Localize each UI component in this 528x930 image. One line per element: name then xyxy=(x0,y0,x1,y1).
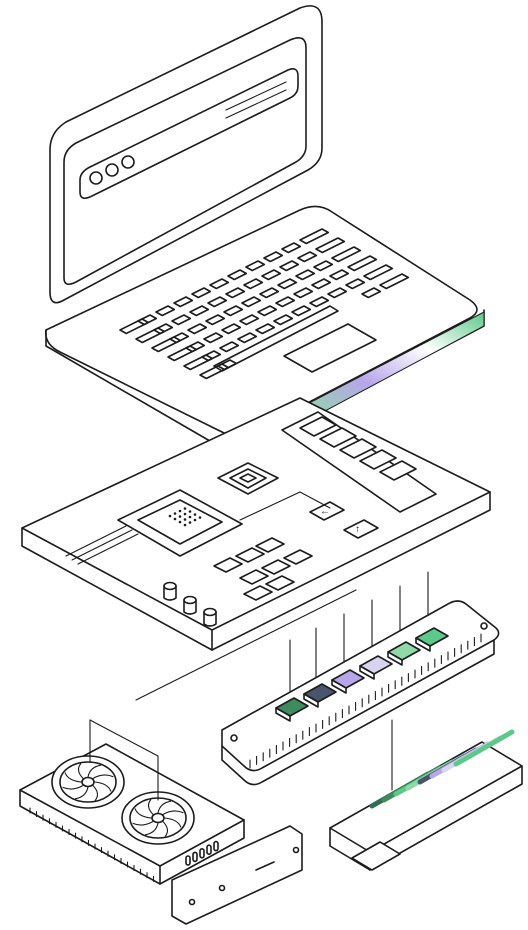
capacitor xyxy=(184,597,196,615)
up-arrow-icon: ↑ xyxy=(355,524,360,535)
gpu-vent xyxy=(193,852,197,861)
cpu-pin xyxy=(194,513,197,516)
cpu-pin xyxy=(179,521,182,524)
ssd-drive xyxy=(330,732,522,870)
gpu-vent xyxy=(207,845,211,854)
cpu-pin xyxy=(179,510,182,513)
cpu-pin xyxy=(184,518,187,521)
cpu-pin xyxy=(174,512,177,515)
cpu-pin xyxy=(184,524,187,527)
gpu-vent xyxy=(214,842,218,851)
cpu-pin xyxy=(194,519,197,522)
capacitor xyxy=(164,583,176,601)
cpu-pin xyxy=(169,515,172,518)
cpu-pin xyxy=(184,507,187,510)
gpu-vent xyxy=(200,849,204,858)
capacitor xyxy=(204,609,216,627)
cpu-pin xyxy=(189,510,192,513)
cpu-pin xyxy=(199,516,202,519)
ram-stick-board xyxy=(222,601,499,771)
gpu-vent xyxy=(186,856,190,865)
cpu-pin xyxy=(174,518,177,521)
cpu-pin xyxy=(189,516,192,519)
cpu-pin xyxy=(179,515,182,518)
ssd-body xyxy=(330,742,522,852)
motherboard: ← ↑ xyxy=(22,398,490,650)
cpu-pin xyxy=(189,521,192,524)
laptop xyxy=(46,6,484,452)
cpu-pin xyxy=(184,513,187,516)
